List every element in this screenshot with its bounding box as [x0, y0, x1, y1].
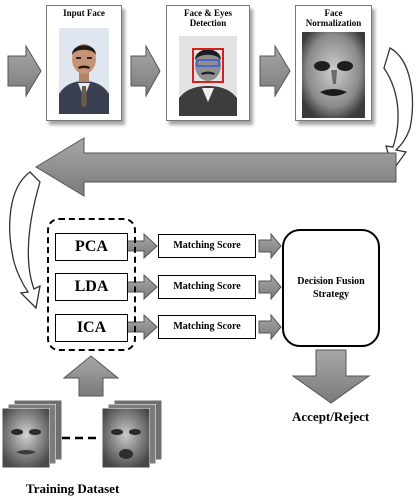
- input-face-card: Input Face: [46, 5, 122, 121]
- face-eyes-label-line2: Detection: [167, 18, 249, 28]
- accept-reject-label: Accept/Reject: [292, 409, 369, 425]
- arrow-score3-to-fusion: [259, 315, 281, 339]
- curved-arrow-left: [10, 172, 40, 308]
- arrow-into-input: [8, 46, 41, 96]
- arrow-input-to-detection: [131, 46, 160, 96]
- arrow-score1-to-fusion: [259, 234, 281, 258]
- matching-score-box-1: Matching Score: [158, 234, 256, 258]
- matching-score-box-3: Matching Score: [158, 315, 256, 339]
- normalization-card: Face Normalization: [295, 5, 372, 121]
- training-dataset-label: Training Dataset: [26, 481, 119, 497]
- curved-arrow-right: [384, 48, 413, 170]
- matching-score-box-2: Matching Score: [158, 275, 256, 299]
- arrow-fusion-down: [293, 350, 369, 403]
- pca-box: PCA: [55, 233, 128, 261]
- input-face-photo: [59, 28, 109, 114]
- face-eyes-label-line1: Face & Eyes: [167, 8, 249, 18]
- fusion-label-line2: Strategy: [297, 288, 365, 301]
- detection-photo: [179, 36, 237, 116]
- arrow-score2-to-fusion: [259, 275, 281, 299]
- arrow-detection-to-normalization: [260, 46, 290, 96]
- training-face-left-front: [2, 408, 50, 468]
- arrow-training-up: [64, 356, 118, 396]
- arrow-return-left: [36, 138, 396, 196]
- input-face-label: Input Face: [47, 8, 121, 18]
- training-face-right-front: [102, 408, 150, 468]
- ica-box: ICA: [55, 314, 128, 342]
- lda-box: LDA: [55, 273, 128, 301]
- normalization-label-line2: Normalization: [296, 18, 371, 28]
- decision-fusion-box: Decision Fusion Strategy: [282, 229, 380, 347]
- face-detection-card: Face & Eyes Detection: [166, 5, 250, 121]
- normalized-face-photo: [302, 32, 365, 118]
- fusion-label-line1: Decision Fusion: [297, 275, 365, 288]
- normalization-label-line1: Face: [296, 8, 371, 18]
